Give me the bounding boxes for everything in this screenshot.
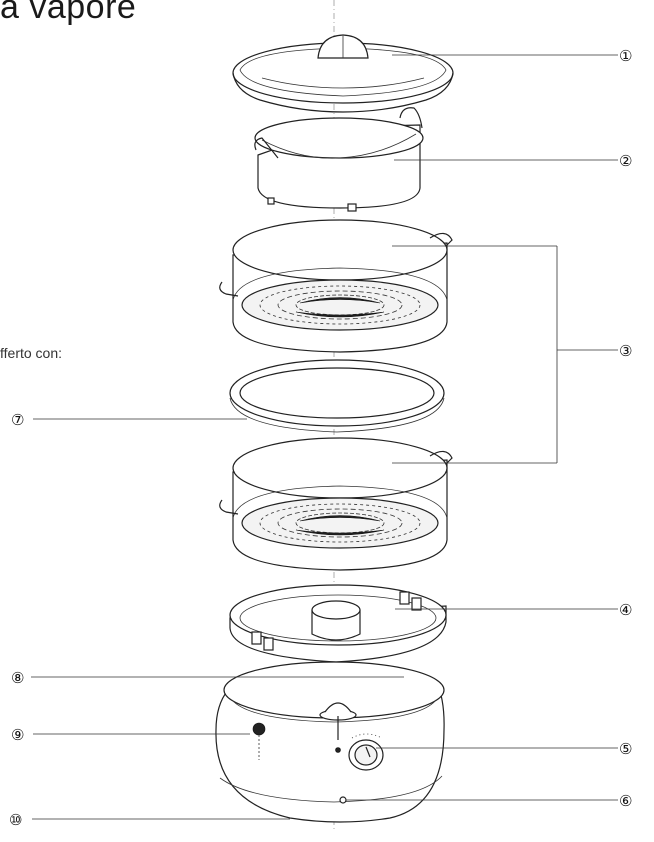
callout-9: ⑨	[11, 726, 24, 744]
part-seal-ring	[229, 359, 445, 433]
part-base	[215, 661, 445, 823]
callout-5: ⑤	[619, 740, 632, 758]
offer-caption: fferto con:	[0, 345, 63, 361]
callout-3: ③	[619, 342, 632, 360]
part-rice-bowl	[254, 107, 424, 212]
part-drip-tray	[229, 584, 447, 663]
callout-labels: ① ② ③ ④ ⑤ ⑥ ⑦ ⑧ ⑨ ⑩	[9, 47, 632, 829]
callout-4: ④	[619, 601, 632, 619]
callout-1: ①	[619, 47, 632, 65]
callout-8: ⑧	[11, 669, 24, 687]
part-lid	[232, 34, 454, 113]
callout-6: ⑥	[619, 792, 632, 810]
part-upper-basket	[219, 219, 453, 353]
callout-2: ②	[619, 152, 632, 170]
callout-10: ⑩	[9, 811, 22, 829]
part-lower-basket	[219, 437, 453, 571]
callout-7: ⑦	[11, 411, 24, 429]
page-title: a vapore	[0, 0, 137, 26]
leader-lines	[31, 54, 618, 820]
